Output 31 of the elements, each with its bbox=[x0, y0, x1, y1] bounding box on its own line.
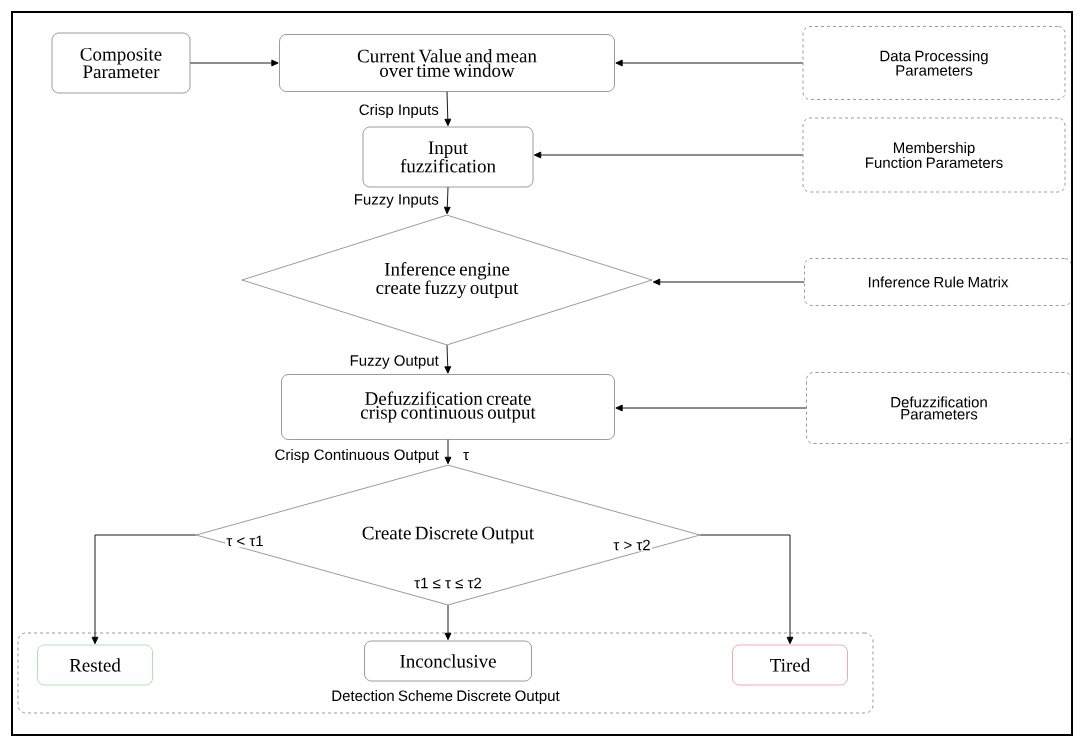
signal-label: τ bbox=[463, 452, 469, 461]
process-box: Composite Parameter bbox=[51, 32, 191, 94]
arrow bbox=[699, 534, 794, 645]
arrow bbox=[444, 344, 452, 374]
edge-label: τ < τ1 bbox=[225, 534, 265, 548]
process-box: Input fuzzification bbox=[362, 126, 534, 188]
output-box: Inconclusive bbox=[364, 640, 532, 682]
edge-label: τ > τ2 bbox=[612, 538, 652, 552]
parameter-box: Defuzzification Parameters bbox=[806, 372, 1072, 444]
arrow bbox=[91, 534, 197, 645]
arrow bbox=[444, 439, 452, 465]
arrow bbox=[189, 59, 279, 67]
process-box: Defuzzification create crisp continuous output bbox=[281, 374, 615, 440]
parameter-box: Inference Rule Matrix bbox=[804, 258, 1072, 306]
arrow bbox=[443, 186, 451, 215]
output-box: Rested bbox=[37, 644, 153, 686]
arrow bbox=[444, 91, 452, 127]
edge-label: Crisp Inputs bbox=[357, 103, 440, 119]
parameter-box: Data Processing Parameters bbox=[802, 26, 1066, 100]
arrow bbox=[533, 151, 804, 159]
arrow bbox=[652, 278, 805, 286]
arrow bbox=[615, 404, 807, 412]
arrow bbox=[444, 604, 452, 641]
edge-label: Crisp Continuous Output bbox=[273, 448, 440, 464]
arrow bbox=[615, 59, 804, 67]
edge-label: Fuzzy Output bbox=[348, 354, 440, 370]
edge-label: Fuzzy Inputs bbox=[352, 193, 440, 209]
edge-label: τ1 ≤ τ ≤ τ2 bbox=[413, 576, 483, 590]
process-box: Current Value and mean over time window bbox=[279, 34, 615, 92]
parameter-box: Membership Function Parameters bbox=[802, 117, 1066, 193]
output-box: Tired bbox=[732, 644, 848, 686]
